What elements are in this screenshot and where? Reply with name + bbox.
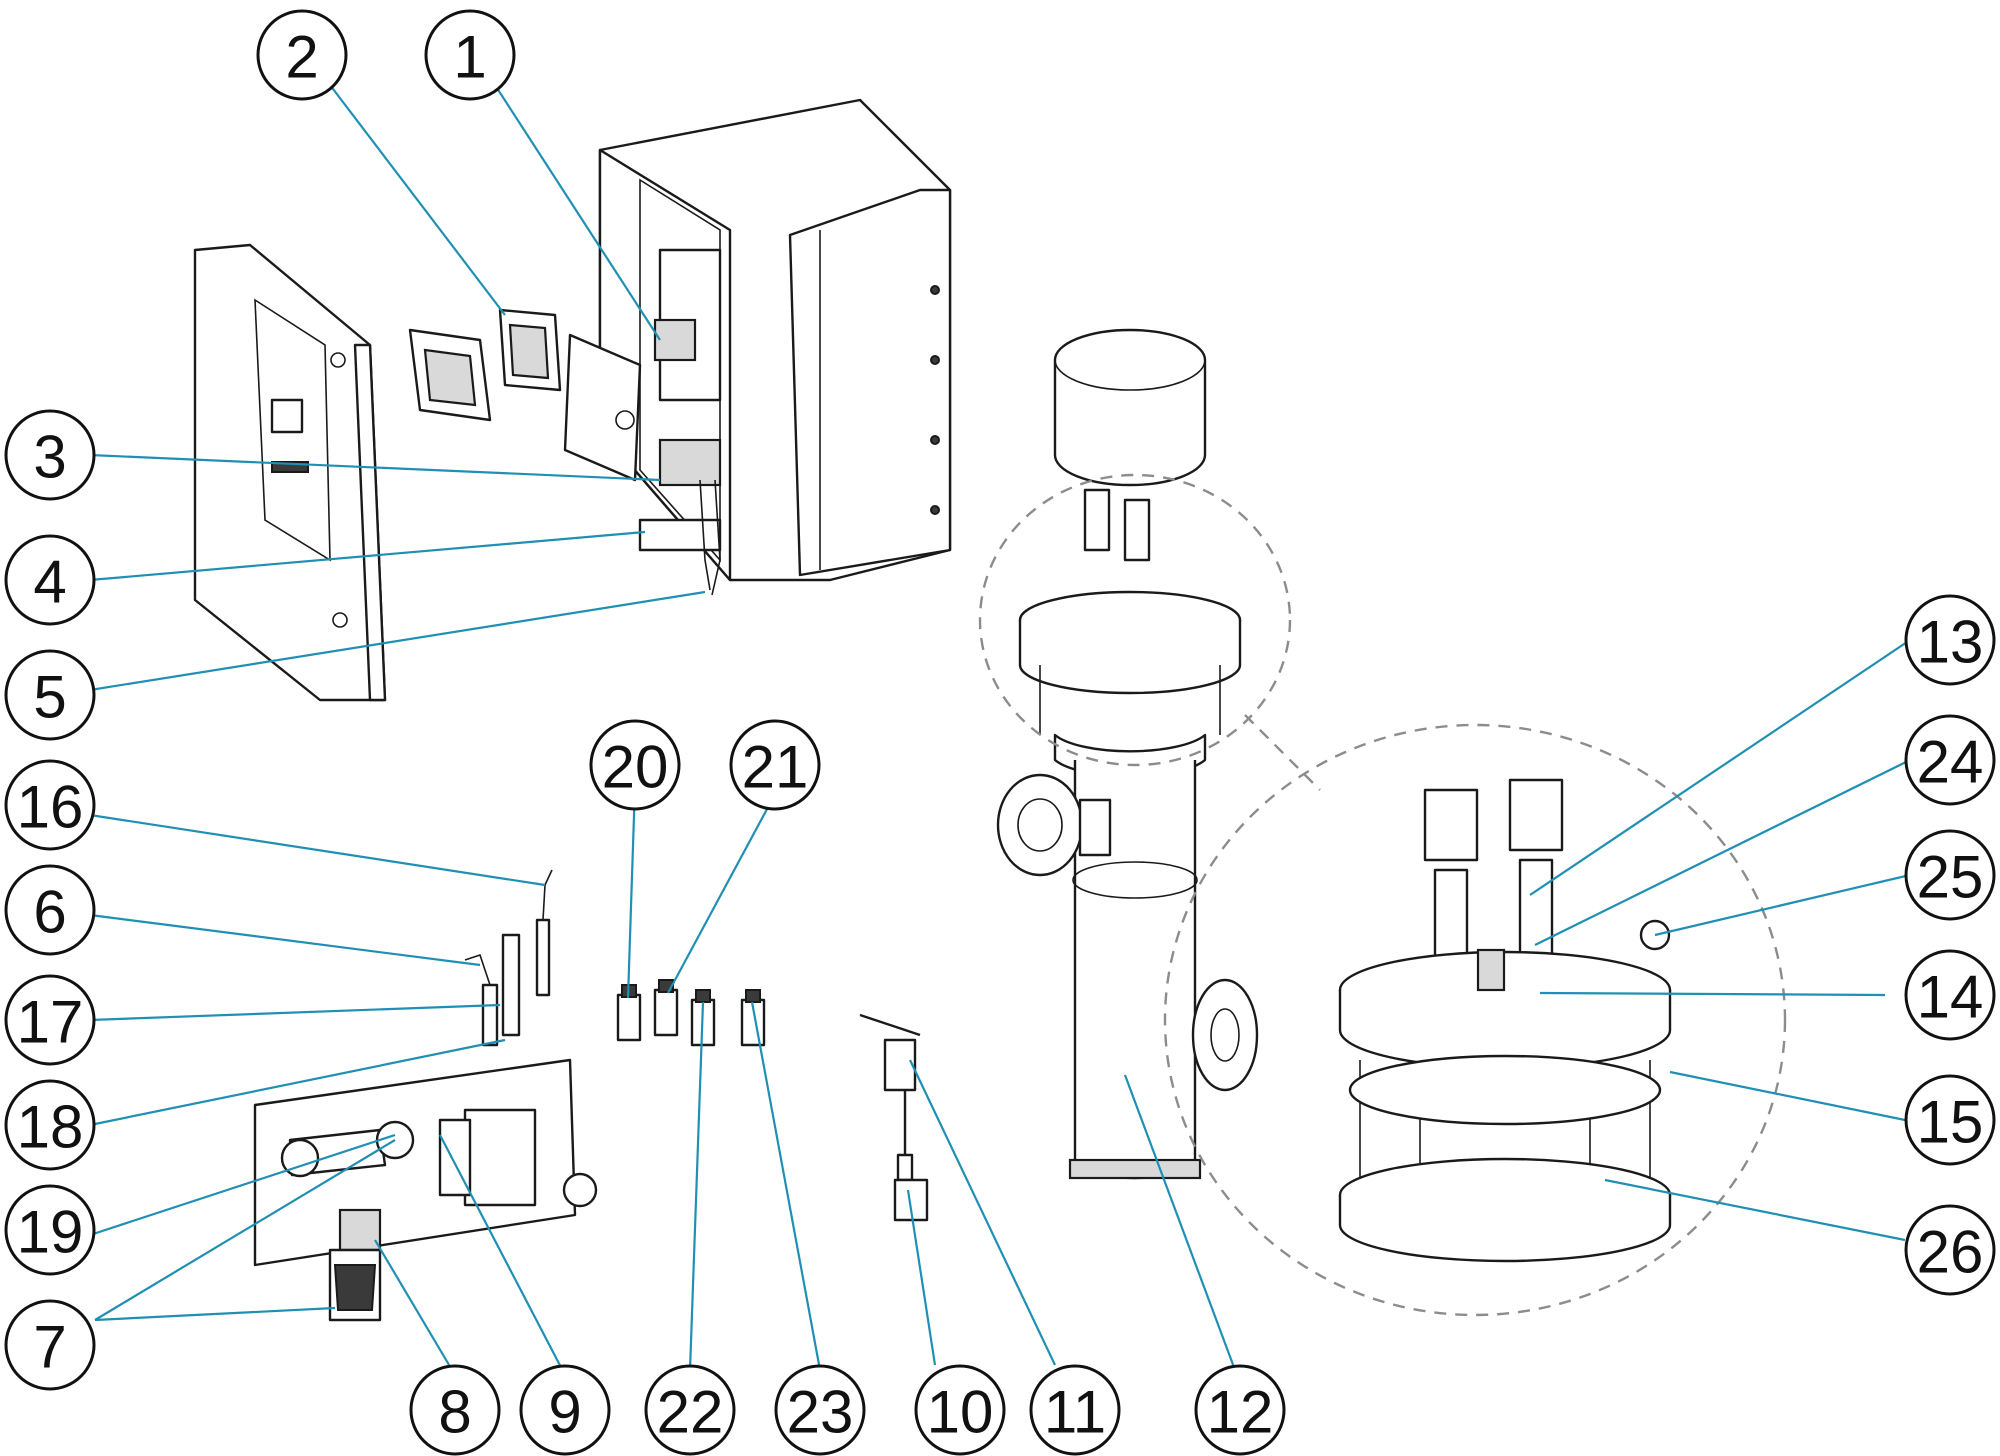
callout-9: 9 [519,1364,611,1456]
callout-label: 19 [17,1199,84,1266]
callout-label: 1 [453,24,486,91]
sensor-panel [253,869,598,1322]
control-cabinet [563,98,952,596]
callout-label: 5 [33,664,66,731]
reagent-bottles [616,979,766,1047]
callout-label: 6 [33,879,66,946]
callout-23: 23 [774,1364,866,1456]
callout-8: 8 [409,1364,501,1456]
callout-1: 1 [424,9,516,101]
detail-circle-small [978,473,1292,767]
detail-circle-large [1163,723,1787,1317]
front-door [193,243,387,702]
callout-label: 11 [1044,1379,1106,1446]
callout-26: 26 [1904,1204,1996,1296]
callout-label: 4 [33,549,66,616]
callout-label: 18 [17,1094,84,1161]
callout-label: 16 [17,774,84,841]
callout-10: 10 [914,1364,1006,1456]
callout-6: 6 [4,864,96,956]
electrode-head-detail [1338,778,1672,1263]
callout-label: 17 [17,989,84,1056]
callout-label: 13 [1917,609,1984,676]
callout-25: 25 [1904,829,1996,921]
callout-label: 9 [548,1379,581,1446]
callout-label: 20 [602,734,669,801]
callout-label: 8 [438,1379,471,1446]
callout-label: 3 [33,424,66,491]
callout-label: 21 [742,734,809,801]
callout-label: 15 [1917,1089,1984,1156]
callout-label: 26 [1917,1219,1984,1286]
callout-24: 24 [1904,714,1996,806]
callout-2: 2 [256,9,348,101]
callout-13: 13 [1904,594,1996,686]
callout-16: 16 [4,759,96,851]
callout-18: 18 [4,1079,96,1171]
callout-label: 24 [1917,729,1984,796]
reactor-vessel [996,328,1259,1180]
callout-14: 14 [1904,949,1996,1041]
callout-22: 22 [644,1364,736,1456]
callout-label: 14 [1917,964,1984,1031]
callout-11: 11 [1029,1364,1121,1456]
callout-20: 20 [589,719,681,811]
callout-19: 19 [4,1184,96,1276]
callout-label: 2 [285,24,318,91]
callout-label: 23 [787,1379,854,1446]
display-module [408,328,492,422]
callout-7: 7 [4,1299,96,1391]
callout-5: 5 [4,649,96,741]
callout-4: 4 [4,534,96,626]
callout-label: 12 [1207,1379,1274,1446]
callout-label: 25 [1917,844,1984,911]
callout-17: 17 [4,974,96,1066]
display-frame [498,308,562,392]
callout-label: 10 [927,1379,994,1446]
callout-15: 15 [1904,1074,1996,1166]
probe-fitting [859,1013,929,1222]
callout-label: 22 [657,1379,724,1446]
callout-label: 7 [33,1314,66,1381]
callout-21: 21 [729,719,821,811]
leader-lines [89,84,1911,1376]
callout-3: 3 [4,409,96,501]
callout-12: 12 [1194,1364,1286,1456]
